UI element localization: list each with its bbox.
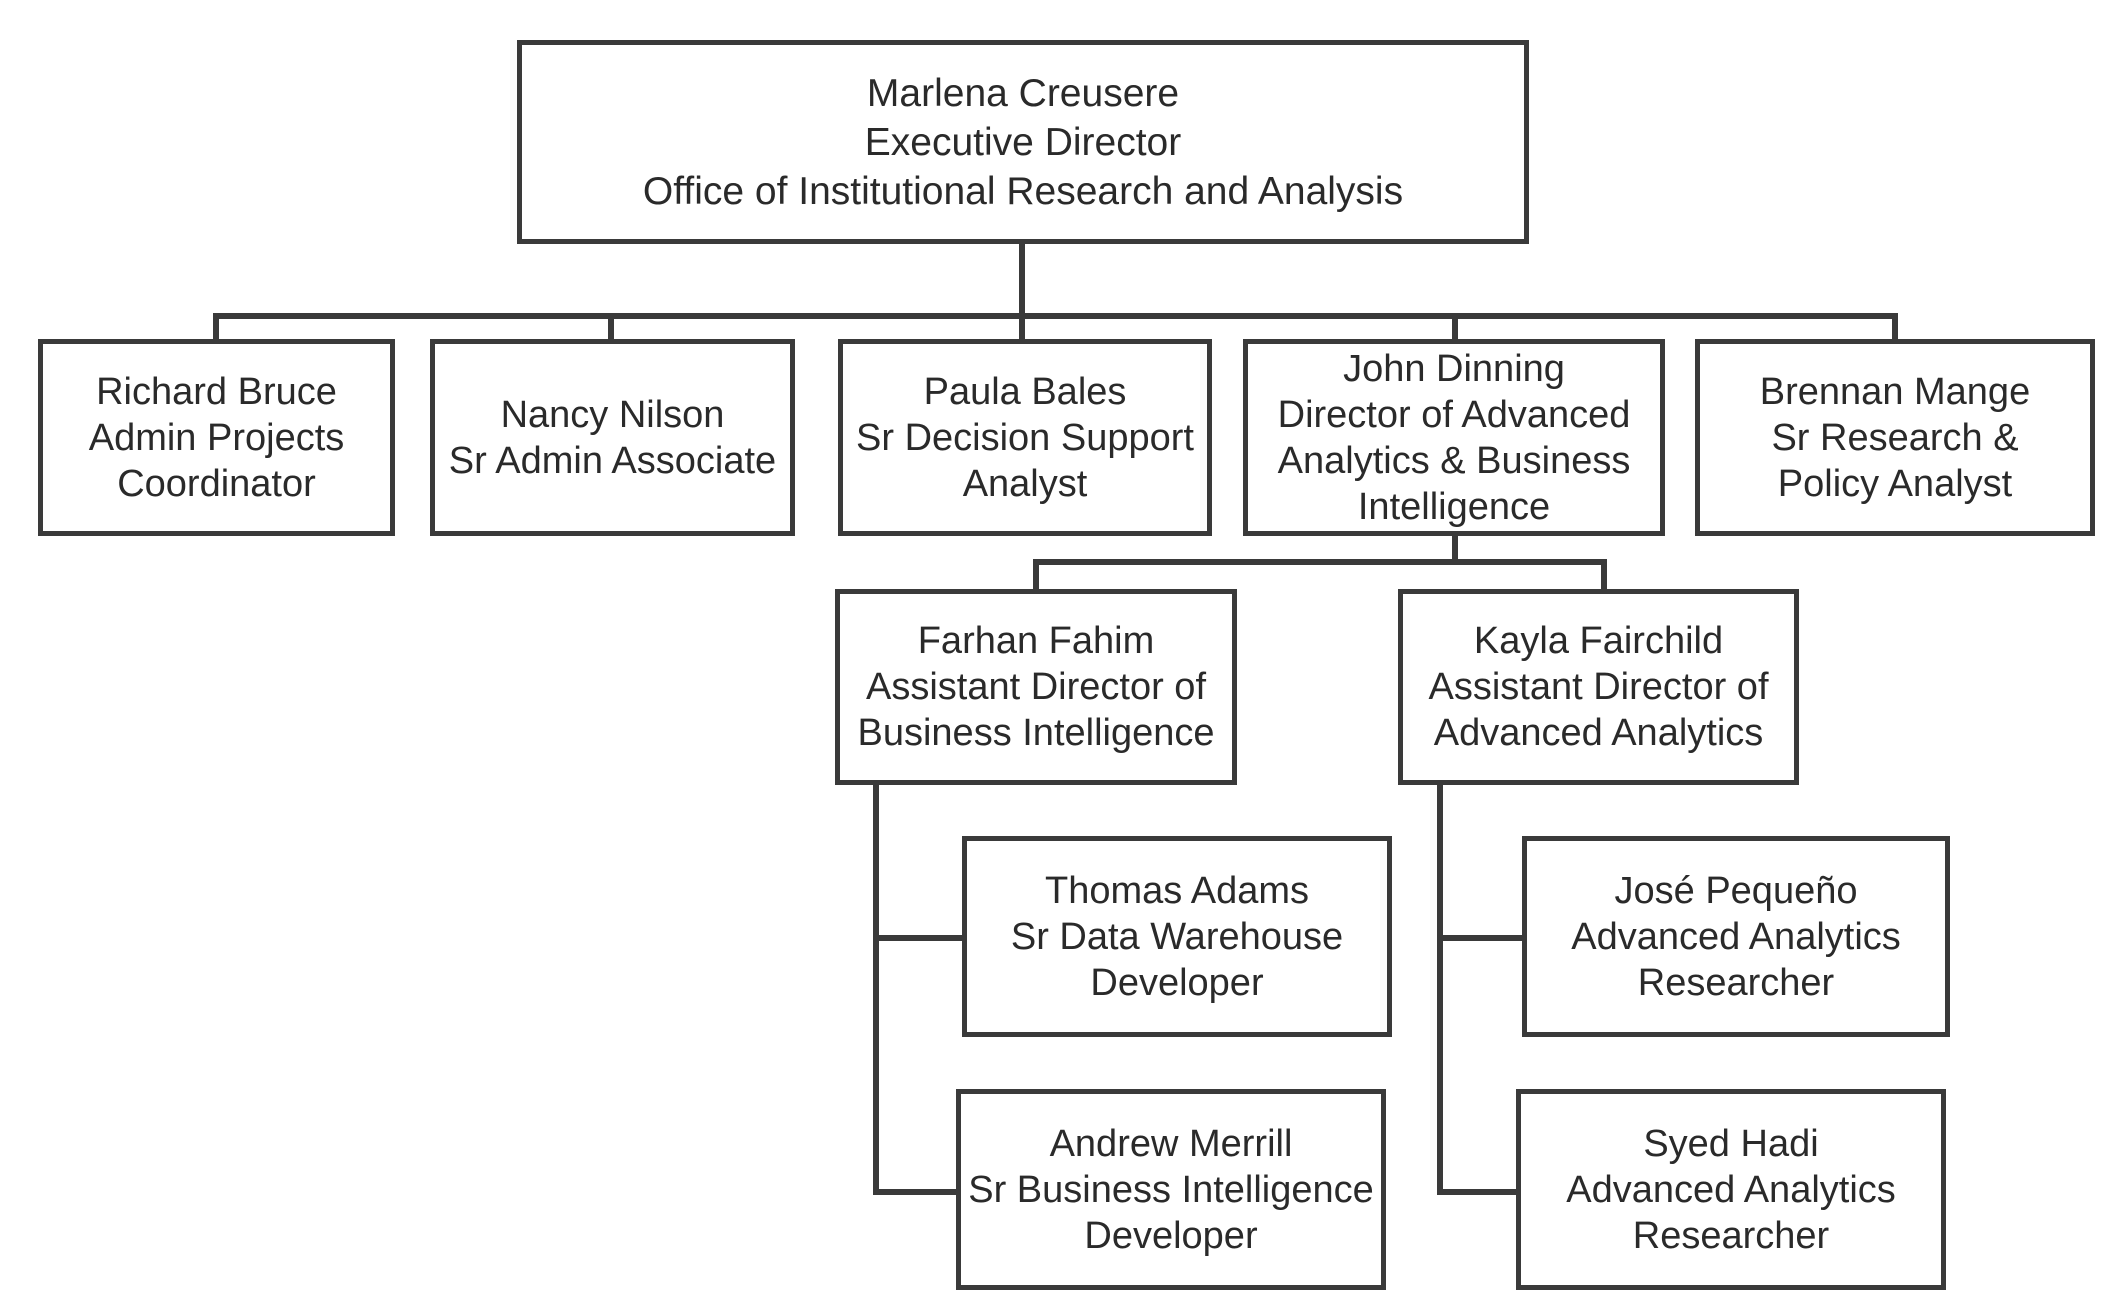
connector-line bbox=[873, 782, 879, 1195]
connector-line bbox=[1437, 1189, 1519, 1195]
org-node-john-dinning: John Dinning Director of Advanced Analyt… bbox=[1243, 339, 1665, 536]
org-node-brennan-mange: Brennan Mange Sr Research & Policy Analy… bbox=[1695, 339, 2095, 536]
node-title: Assistant Director of bbox=[1428, 666, 1769, 708]
node-title: Researcher bbox=[1637, 961, 1835, 1004]
node-name: Marlena Creusere bbox=[866, 71, 1180, 115]
node-title: Sr Research & bbox=[1771, 416, 2019, 459]
connector-line bbox=[1601, 559, 1607, 591]
node-title: Coordinator bbox=[117, 462, 316, 505]
connector-line bbox=[1033, 559, 1607, 565]
connector-line bbox=[1437, 782, 1443, 1195]
node-title: Policy Analyst bbox=[1777, 462, 2013, 505]
org-node-thomas-adams: Thomas Adams Sr Data Warehouse Developer bbox=[962, 836, 1392, 1037]
node-name: Paula Bales bbox=[923, 370, 1127, 413]
org-node-executive-director: Marlena Creusere Executive Director Offi… bbox=[517, 40, 1529, 244]
node-title: Business Intelligence bbox=[857, 712, 1215, 754]
node-title: Developer bbox=[1090, 961, 1264, 1004]
node-title: Admin Projects bbox=[88, 416, 345, 459]
node-title: Advanced Analytics bbox=[1571, 915, 1901, 958]
org-node-kayla-fairchild: Kayla Fairchild Assistant Director of Ad… bbox=[1398, 589, 1799, 785]
connector-line bbox=[1452, 534, 1458, 564]
node-name: Brennan Mange bbox=[1759, 370, 2031, 413]
org-node-syed-hadi: Syed Hadi Advanced Analytics Researcher bbox=[1516, 1089, 1946, 1290]
connector-line bbox=[873, 935, 965, 941]
node-title: Researcher bbox=[1632, 1214, 1830, 1257]
connector-line bbox=[608, 313, 614, 341]
org-node-jose-pequeno: José Pequeño Advanced Analytics Research… bbox=[1522, 836, 1950, 1037]
node-name: Thomas Adams bbox=[1045, 869, 1309, 912]
node-title: Assistant Director of bbox=[866, 666, 1206, 708]
node-title: Advanced Analytics bbox=[1566, 1168, 1896, 1211]
node-title: Analyst bbox=[962, 462, 1088, 505]
node-title: Executive Director bbox=[864, 120, 1182, 164]
connector-line bbox=[1437, 935, 1525, 941]
node-title: Intelligence bbox=[1357, 485, 1551, 528]
node-name: Kayla Fairchild bbox=[1473, 620, 1724, 662]
node-title: Sr Decision Support bbox=[856, 416, 1194, 459]
org-node-andrew-merrill: Andrew Merrill Sr Business Intelligence … bbox=[956, 1089, 1386, 1290]
org-node-richard-bruce: Richard Bruce Admin Projects Coordinator bbox=[38, 339, 395, 536]
node-name: John Dinning bbox=[1343, 347, 1565, 390]
node-name: Syed Hadi bbox=[1643, 1122, 1819, 1165]
org-node-nancy-nilson: Nancy Nilson Sr Admin Associate bbox=[430, 339, 795, 536]
node-title: Analytics & Business bbox=[1277, 439, 1631, 482]
node-title: Developer bbox=[1084, 1214, 1258, 1257]
node-name: Farhan Fahim bbox=[917, 620, 1155, 662]
node-title: Director of Advanced bbox=[1277, 393, 1631, 436]
node-title: Sr Data Warehouse bbox=[1010, 915, 1344, 958]
node-name: Richard Bruce bbox=[96, 370, 337, 413]
connector-line bbox=[1452, 313, 1458, 341]
connector-line bbox=[1033, 559, 1039, 591]
connector-line bbox=[1892, 313, 1898, 341]
node-unit: Office of Institutional Research and Ana… bbox=[642, 169, 1404, 213]
connector-line bbox=[213, 313, 219, 341]
org-node-paula-bales: Paula Bales Sr Decision Support Analyst bbox=[838, 339, 1212, 536]
connector-line bbox=[873, 1189, 959, 1195]
node-title: Advanced Analytics bbox=[1433, 712, 1764, 754]
connector-line bbox=[1019, 242, 1025, 316]
node-name: José Pequeño bbox=[1614, 869, 1858, 912]
connector-line bbox=[1019, 313, 1025, 341]
org-node-farhan-fahim: Farhan Fahim Assistant Director of Busin… bbox=[835, 589, 1237, 785]
node-title: Sr Admin Associate bbox=[448, 439, 777, 482]
connector-line bbox=[213, 313, 1898, 319]
node-name: Andrew Merrill bbox=[1049, 1122, 1293, 1165]
node-name: Nancy Nilson bbox=[500, 393, 725, 436]
node-title: Sr Business Intelligence bbox=[968, 1168, 1374, 1211]
